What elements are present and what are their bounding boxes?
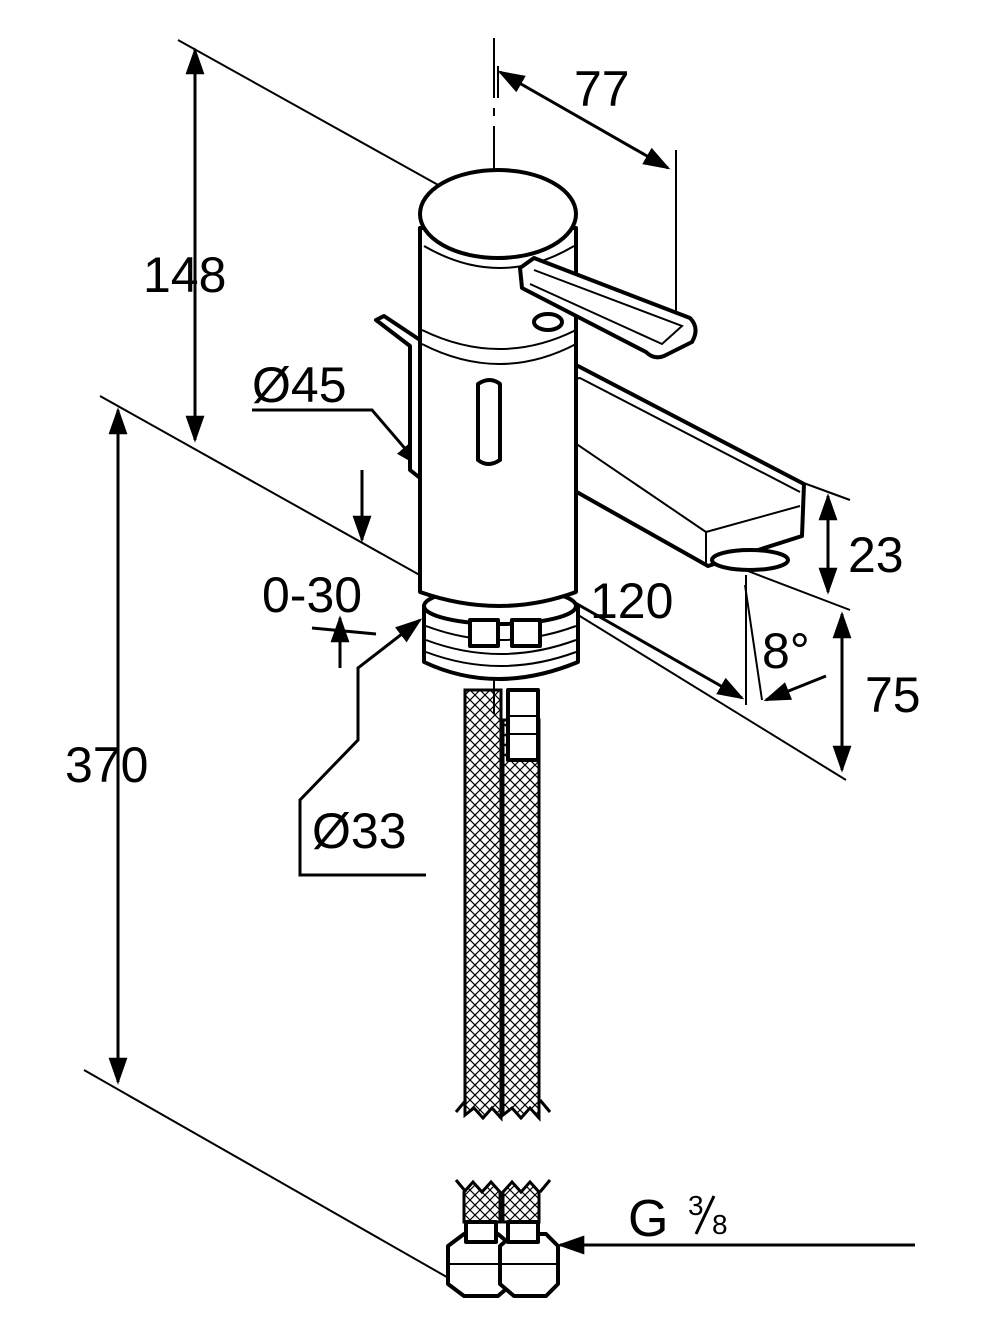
- dim-diameter-33: Ø33: [312, 803, 407, 859]
- dim-8-degree: 8°: [762, 623, 810, 679]
- dim-23: 23: [848, 527, 904, 583]
- thread-size-label: G 3 8: [628, 1190, 728, 1248]
- dim-370: 370: [65, 737, 148, 793]
- thread-numerator: 3: [688, 1190, 704, 1221]
- hose-end-fittings: [446, 1220, 560, 1298]
- dim-77: 77: [574, 61, 630, 117]
- dimension-labels: 148 370 77 120 23 75 8° Ø45 Ø33 0-30: [65, 61, 921, 859]
- faucet-body: [374, 168, 806, 608]
- thread-prefix: G: [628, 1190, 668, 1248]
- dim-75: 75: [865, 667, 921, 723]
- thread-denominator: 8: [712, 1209, 728, 1240]
- dim-diameter-45: Ø45: [252, 357, 347, 413]
- dim-148: 148: [143, 247, 226, 303]
- dim-120: 120: [590, 573, 673, 629]
- dimension-arrows: [108, 47, 915, 1255]
- mounting-base: [422, 586, 580, 762]
- supply-hoses: [454, 688, 552, 1224]
- dim-0-30: 0-30: [262, 567, 362, 623]
